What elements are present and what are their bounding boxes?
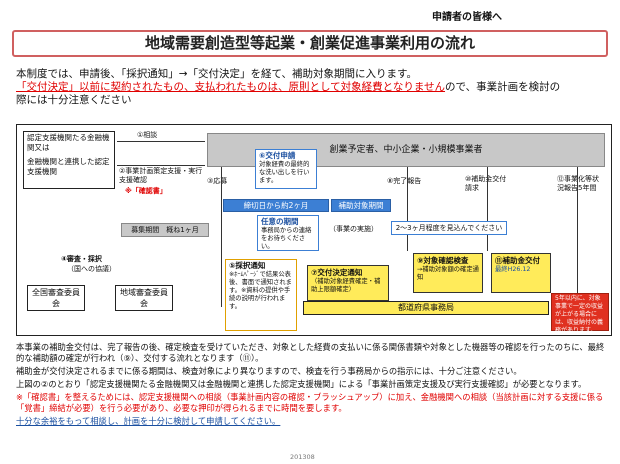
step3-label: ③応募	[207, 177, 228, 185]
status-line	[577, 167, 578, 297]
consult-arrow	[117, 141, 205, 142]
step7-body: （補助対象経費確定・補助上限額確定）	[311, 278, 381, 293]
footer-code: 201308	[290, 453, 315, 461]
intro-warning: 「交付決定」以前に契約されたもの、支払われたものは、原則として対象経費となりませ…	[16, 81, 446, 93]
note2-red: ※「確認書」を整えるためには、認定支援機関への相談（事業計画内容の確認・ブラッシ…	[16, 392, 604, 413]
step9-box: ⑨対象確認検査 →補助対象額の確定通知	[413, 253, 483, 293]
support-org-box: 認定支援機関たる金融機関又は 金融機関と連携した認定支援機関	[23, 131, 115, 189]
consult-label: ①相談	[137, 131, 158, 139]
step7-title: ⑦交付決定通知	[311, 268, 363, 277]
audience-label: 申請者の皆様へ	[432, 12, 502, 23]
extend-period-box: 2～3ヶ月程度を見込んでください	[391, 221, 507, 235]
step5-body: ※ﾎｰﾑﾍﾟｰｼﾞで結果公表後、書面で通知されます。※資料の提供や手続の説明が行…	[229, 271, 292, 310]
step2-label: ②事業計画策定支援・実行支援確認	[119, 167, 203, 184]
regional-committee-box: 地域審査委員会	[115, 285, 173, 311]
intro-line2: 「交付決定」以前に契約されたもの、支払われたものは、原則として対象経費となりませ…	[16, 81, 612, 94]
intro-line3: 際には十分注意ください	[16, 94, 132, 106]
step6-box: ⑥交付申請 対象経費の最終的な洗い出しを行います。	[255, 149, 317, 189]
step5-title: ⑤採択通知	[229, 261, 266, 270]
notes-section: 本事業の補助金交付は、完了報告の後、確定検査を受けていただき、対象とした経費の支…	[16, 342, 612, 429]
subsidy-period-bar: 補助対象期間	[331, 199, 391, 212]
step9-body: →補助対象額の確定通知	[417, 266, 479, 281]
step6-title: ⑥交付申請	[259, 151, 296, 160]
step2-note: ※「確認書」	[125, 187, 167, 195]
request-line	[487, 167, 488, 251]
step7-box: ⑦交付決定通知 （補助対象経費確定・補助上限額確定）	[307, 265, 389, 301]
warning-box: 5年以内に、対象事業で一定の収益が上がる場合には、収益納付の義務があります。	[551, 293, 609, 334]
report-line	[407, 167, 408, 251]
secretariat-bar: 都道府県事務局	[303, 301, 549, 315]
note2: 上図の②のとおり「認定支援機関たる金融機関又は金融機関と連携した認定支援機関」に…	[16, 379, 587, 389]
optional-period-box: 任意の期間 事務局からの連絡をお待ちください。	[257, 215, 319, 251]
step6-body: 対象経費の最終的な洗い出しを行います。	[259, 161, 310, 184]
step11-body: 最終H26.12	[495, 266, 531, 273]
step8-label: ⑧完了報告	[387, 177, 422, 185]
flow-diagram: 認定支援機関たる金融機関又は 金融機関と連携した認定支援機関 ①相談 ②事業計画…	[16, 124, 612, 336]
optional-period-title: 任意の期間	[261, 217, 299, 226]
intro-line1: 本制度では、申請後、「採択通知」→「交付決定」を経て、補助対象期間に入ります。	[16, 68, 417, 80]
deadline-bar: 締切日から約2ヶ月	[223, 199, 329, 212]
step9-title: ⑨対象確認検査	[417, 256, 469, 265]
page-title: 地域需要創造型等起業・創業促進事業利用の流れ	[12, 30, 608, 57]
optional-period-body: 事務局からの連絡をお待ちください。	[261, 227, 312, 250]
step10-label: ⑩補助金交付請求	[465, 175, 507, 192]
apply-line	[221, 167, 222, 307]
step11-box: ⑪補助金交付 最終H26.12	[491, 253, 551, 293]
step12-label: ⑫事業化等状況報告5年間	[557, 175, 599, 192]
note1b: 補助金が交付決定されるまでに係る期間は、検査対象により異なりますので、検査を行う…	[16, 366, 522, 376]
intro-line2-rest: ので、事業計画を検討の	[445, 81, 561, 93]
step11-title: ⑪補助金交付	[495, 256, 540, 265]
step4-sub: （国への協議）	[67, 265, 116, 273]
support-arrow	[117, 165, 205, 166]
note1: 本事業の補助金交付は、完了報告の後、確定検査を受けていただき、対象とした経費の支…	[16, 342, 605, 363]
recruit-bar: 募集期間 概ね1ヶ月	[121, 223, 209, 237]
note2-blue: 十分な余裕をもって相談し、計画を十分に検討して申請してください。	[16, 416, 281, 426]
support-org-text1: 認定支援機関たる金融機関又は	[27, 133, 110, 152]
support-org-text2: 金融機関と連携した認定支援機関	[27, 157, 110, 176]
step5-box: ⑤採択通知 ※ﾎｰﾑﾍﾟｰｼﾞで結果公表後、書面で通知されます。※資料の提供や手…	[225, 259, 297, 331]
project-impl-label: （事業の実施）	[329, 225, 378, 233]
intro-text: 本制度では、申請後、「採択通知」→「交付決定」を経て、補助対象期間に入ります。 …	[16, 68, 612, 107]
step4-label: ④審査・採択	[61, 255, 102, 263]
national-committee-box: 全国審査委員会	[27, 285, 85, 311]
